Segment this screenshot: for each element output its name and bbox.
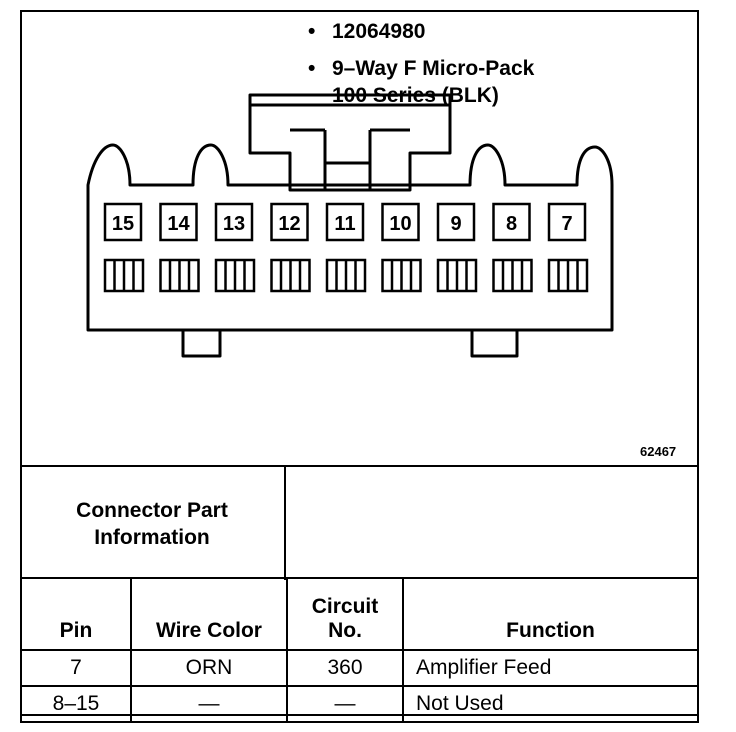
description-line2: 100 Series (BLK): [332, 84, 499, 107]
connector-diagram: 15 14 13 12 11 10 9 8 7: [86, 93, 614, 358]
cavity-label: 11: [334, 213, 355, 235]
bullet: •: [308, 57, 316, 80]
foot-left: [181, 328, 222, 358]
cell-wire-color: —: [130, 685, 288, 723]
cavity-label: 12: [278, 213, 300, 235]
cell-circuit: —: [286, 685, 404, 723]
header-pin: Pin: [20, 577, 132, 651]
header-circuit: Circuit No.: [286, 577, 404, 651]
cavity-label: 15: [112, 213, 134, 235]
cavity-label-box: [436, 202, 476, 242]
lock-housing-top: [248, 93, 452, 192]
header-circuit-line2: No.: [328, 619, 362, 642]
description-line1: 9–Way F Micro-Pack: [332, 57, 535, 80]
cavity-label-box: [381, 202, 420, 242]
pin-table: Pin Wire Color Circuit No. Function 7 OR…: [20, 577, 699, 723]
cell-circuit: 360: [286, 649, 404, 687]
cell-pin: 8–15: [20, 685, 132, 723]
table-row: 7 ORN 360 Amplifier Feed: [20, 649, 699, 687]
cavity-label: 10: [389, 213, 411, 235]
info-details: • 12064980 • 9–Way F Micro-Pack 100 Seri…: [308, 18, 534, 109]
table-header-row: Pin Wire Color Circuit No. Function: [20, 577, 699, 651]
header-wire-color: Wire Color: [130, 577, 288, 651]
cavity-label-box: [325, 202, 365, 242]
part-number: 12064980: [332, 20, 426, 43]
cell-function: Amplifier Feed: [402, 649, 699, 687]
cell-wire-color: ORN: [130, 649, 288, 687]
cavity-label: 14: [167, 213, 190, 235]
connector-body-outline: [86, 143, 614, 332]
cavity-label-box: [159, 202, 198, 242]
header-function: Function: [402, 577, 699, 651]
cavity-label-box: [547, 202, 587, 242]
cavity-label: 13: [223, 213, 245, 235]
cavity-label: 9: [450, 213, 461, 235]
cavity-label: 8: [506, 213, 517, 235]
figure-number: 62467: [640, 444, 677, 459]
info-heading: Connector Part Information: [20, 467, 286, 580]
cell-pin: 7: [20, 649, 132, 687]
info-heading-line2: Information: [94, 525, 210, 549]
cavity-label-box: [103, 202, 143, 242]
foot-right: [470, 328, 519, 358]
cell-function: Not Used: [402, 685, 699, 723]
bullet: •: [308, 20, 316, 43]
cavity-label: 7: [561, 213, 572, 235]
cavity-label-box: [270, 202, 309, 242]
table-row: 8–15 — — Not Used: [20, 685, 699, 723]
connector-part-info: Connector Part Information: [20, 465, 699, 580]
cavity-label-box: [214, 202, 254, 242]
info-heading-line1: Connector Part: [76, 498, 228, 522]
cavity-label-box: [492, 202, 531, 242]
header-circuit-line1: Circuit: [311, 595, 379, 618]
